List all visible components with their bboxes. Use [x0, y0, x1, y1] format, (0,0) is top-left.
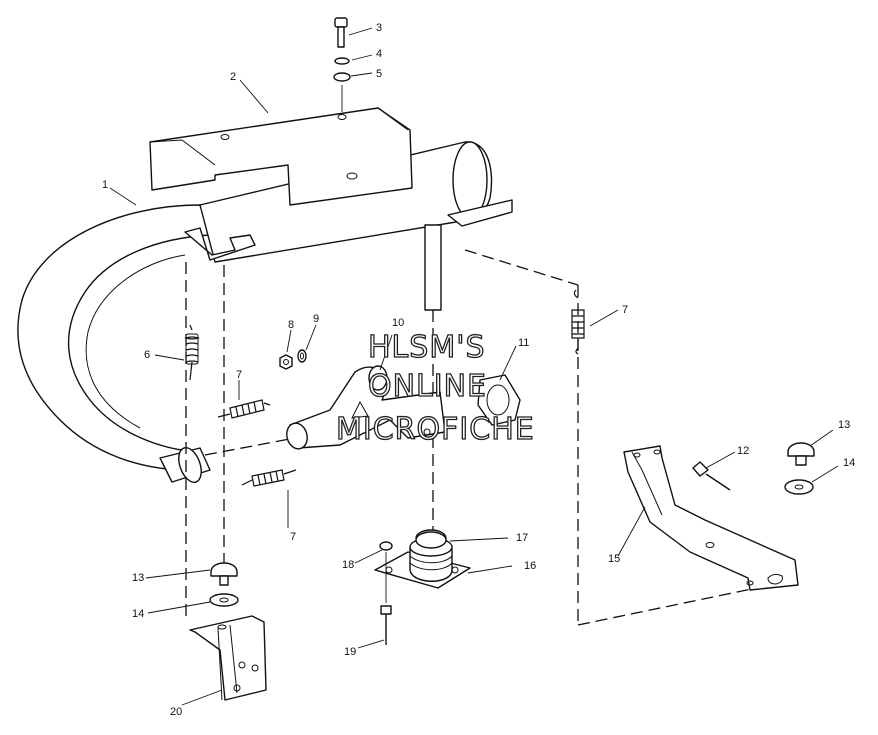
right-mount-stack	[784, 442, 815, 495]
callout-18: 18	[342, 559, 354, 571]
heat-shield	[149, 107, 413, 206]
callout-7-right: 7	[622, 304, 628, 316]
callout-13-right: 13	[838, 419, 850, 431]
callout-13-left: 13	[132, 572, 144, 584]
callout-labels: 1 2 3 4 5 6 7 7 7 8 9 10 11 12 13 13 14 …	[102, 22, 855, 718]
callout-5: 5	[376, 68, 382, 80]
center-mount	[374, 529, 471, 645]
watermark-line-3: MICROFICHE	[336, 412, 535, 447]
callout-7-upper: 7	[236, 369, 242, 381]
callout-16: 16	[524, 560, 536, 572]
callout-2: 2	[230, 71, 236, 83]
exhaust-gasket	[477, 374, 521, 426]
callout-1: 1	[102, 179, 108, 191]
shield-bolt-stack	[333, 17, 351, 112]
cotter-pin-12	[692, 461, 731, 491]
callout-6: 6	[144, 349, 150, 361]
callout-3: 3	[376, 22, 382, 34]
spring-7-lower	[241, 469, 297, 487]
callout-20: 20	[170, 706, 182, 718]
outlet-stinger	[424, 224, 442, 311]
callout-12: 12	[737, 445, 749, 457]
washer-18	[379, 541, 393, 551]
callout-14-right: 14	[843, 457, 855, 469]
callout-14-left: 14	[132, 608, 144, 620]
callout-15: 15	[608, 553, 620, 565]
callout-4: 4	[376, 48, 382, 60]
mount-bracket-right	[623, 445, 799, 591]
spring-6	[184, 324, 200, 381]
watermark-line-1: HLSM'S	[368, 330, 486, 365]
spring-7-upper	[217, 399, 271, 419]
y-pipe	[286, 365, 446, 450]
mount-bracket-left	[189, 615, 267, 701]
callout-7-lower: 7	[290, 531, 296, 543]
spring-7-right	[571, 289, 585, 355]
muffler-bend-pipe	[17, 204, 211, 471]
callout-19: 19	[344, 646, 356, 658]
leader-lines	[109, 27, 839, 706]
callout-9: 9	[313, 313, 319, 325]
callout-10: 10	[392, 317, 404, 329]
watermark-line-2: ONLINE	[368, 369, 487, 404]
watermark: HLSM'S ONLINE MICROFICHE	[335, 329, 535, 447]
nut-washer	[279, 349, 307, 370]
callout-17: 17	[516, 532, 528, 544]
springs	[184, 289, 585, 487]
left-mount-stack	[209, 562, 239, 607]
callout-8: 8	[288, 319, 294, 331]
callout-11: 11	[518, 337, 529, 349]
